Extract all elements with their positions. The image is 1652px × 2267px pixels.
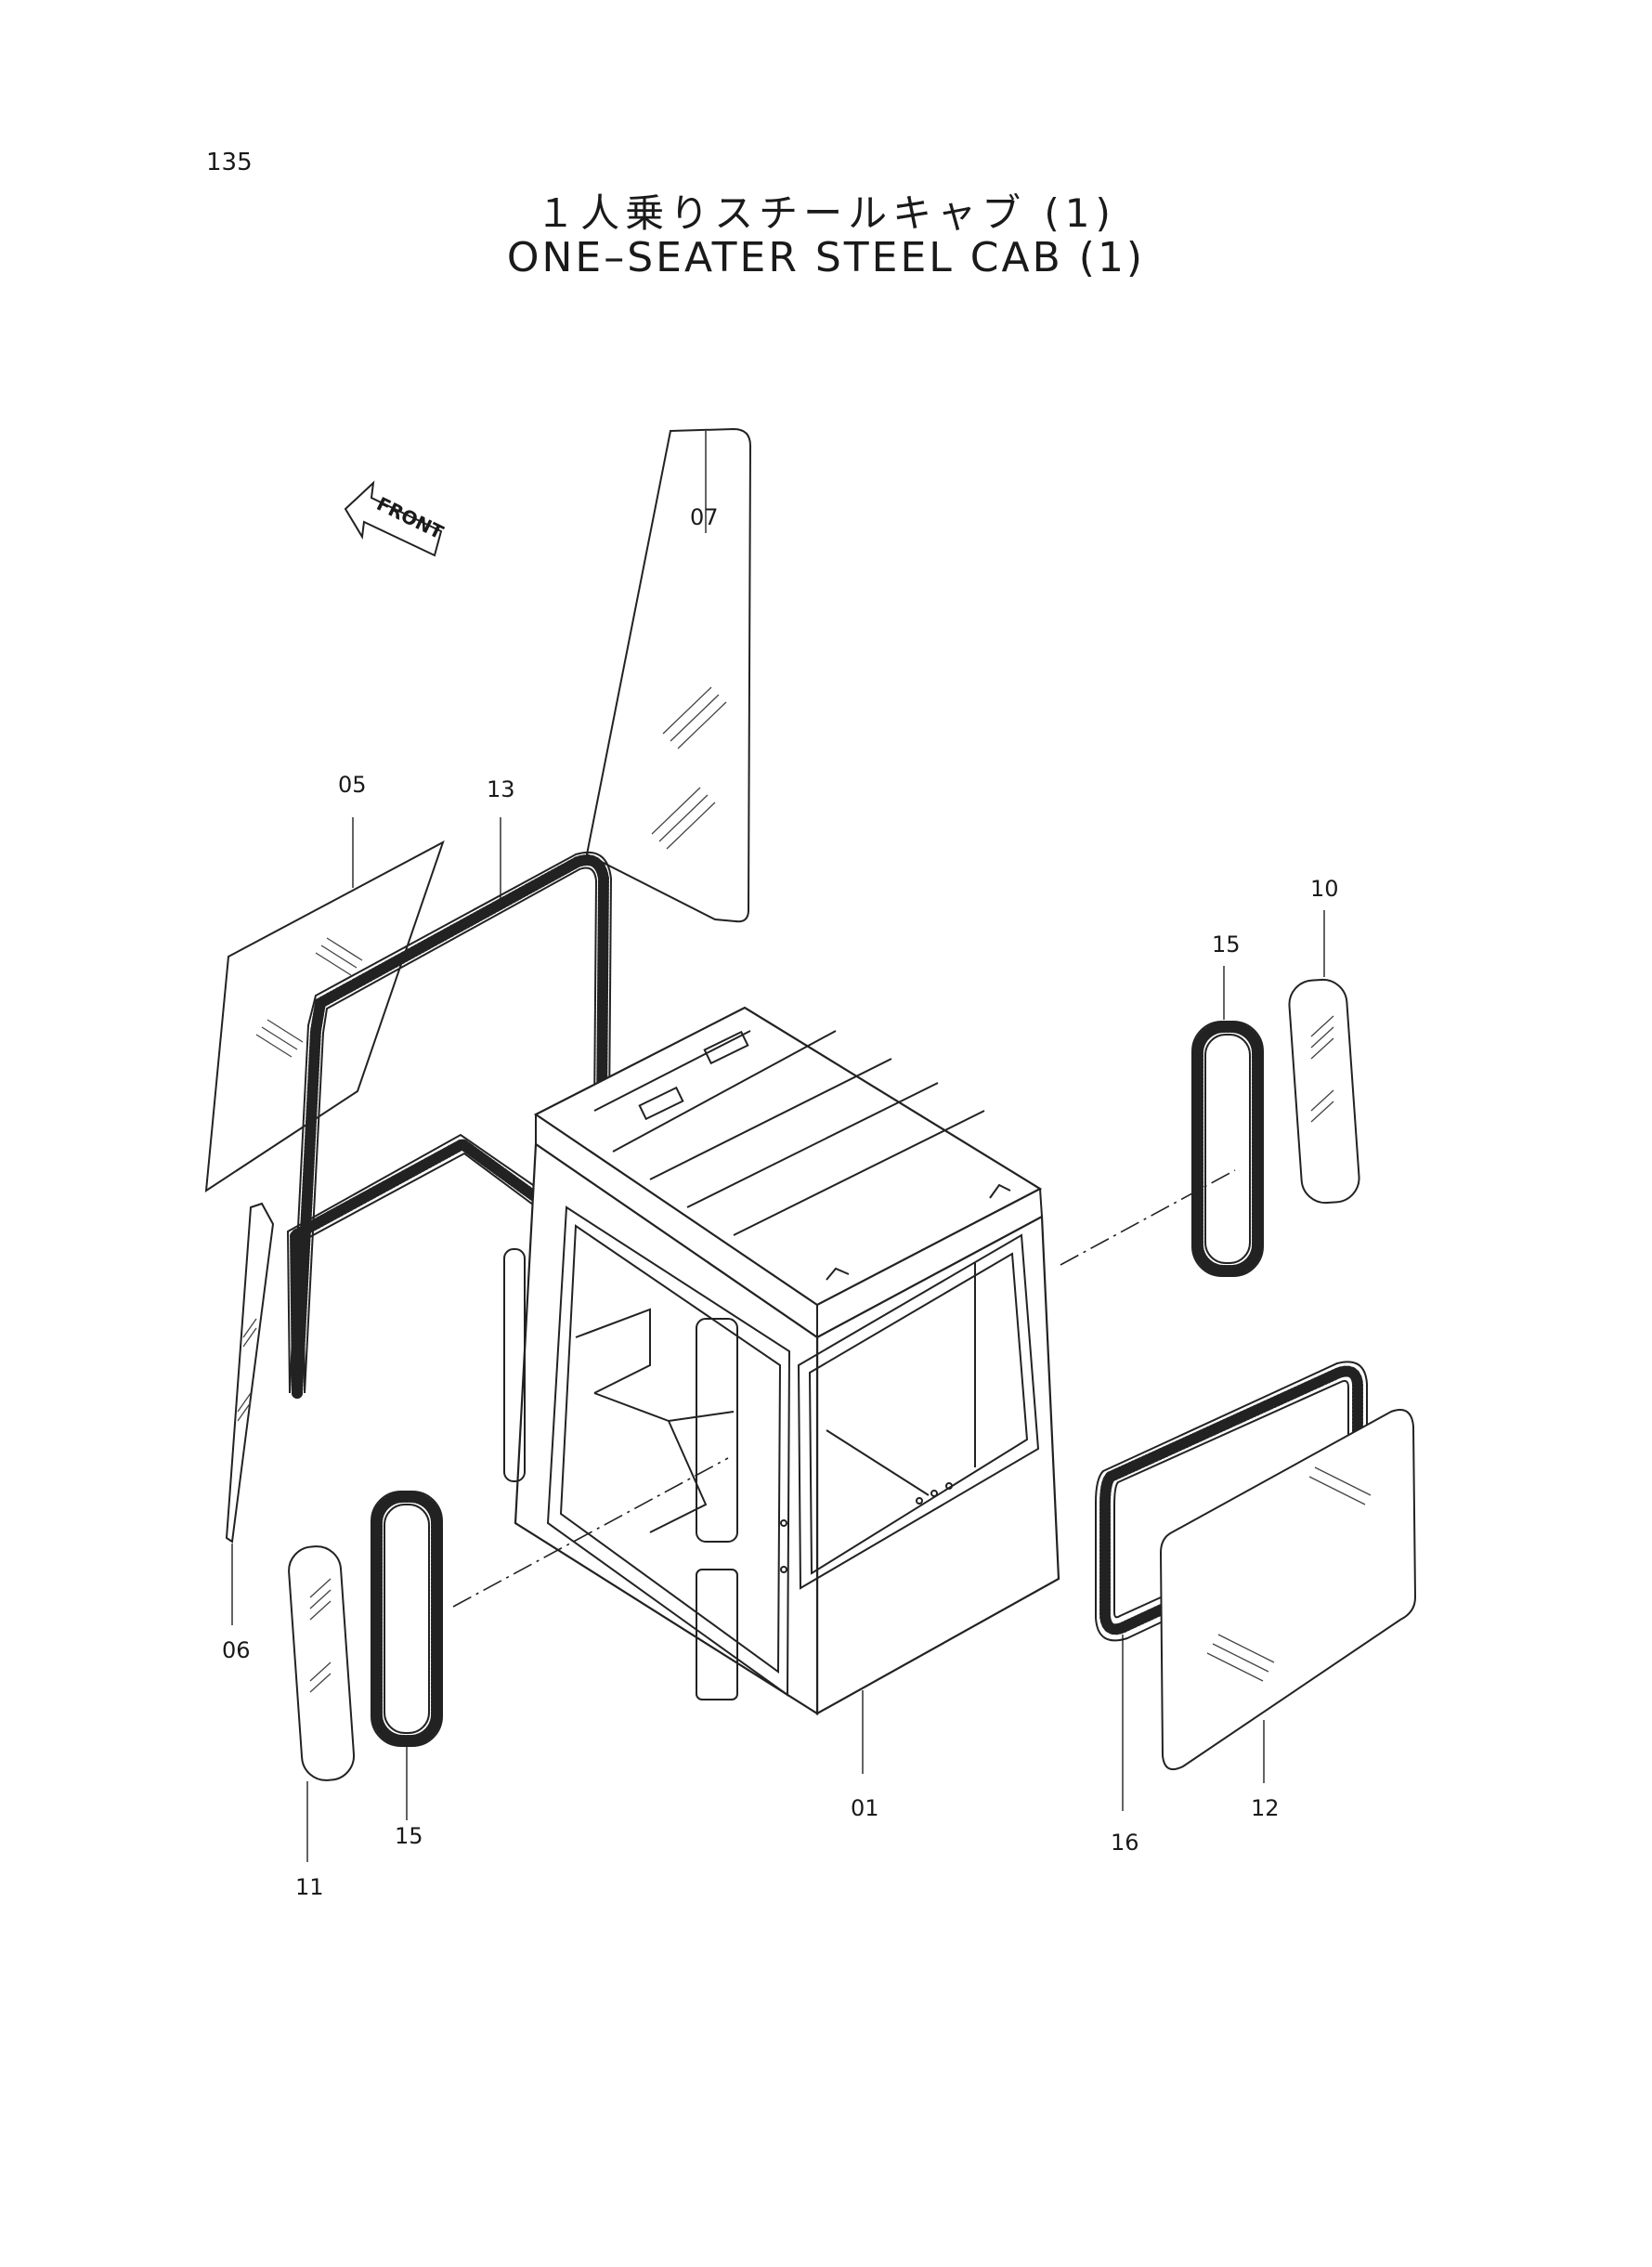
part-10-glass xyxy=(1288,910,1360,1205)
centerline-left xyxy=(452,1457,729,1608)
part-07-glass xyxy=(585,427,752,923)
part-06-glass xyxy=(225,1202,275,1625)
page-number: 135 xyxy=(206,149,253,176)
callout-16: 16 xyxy=(1111,1830,1139,1856)
callout-15-left: 15 xyxy=(395,1823,423,1849)
part-11-glass xyxy=(288,1545,356,1862)
callout-13: 13 xyxy=(487,776,515,802)
part-15-seal-right xyxy=(1191,966,1264,1277)
front-arrow-icon: FRONT xyxy=(344,480,448,557)
callout-06: 06 xyxy=(222,1637,251,1663)
part-01-cab xyxy=(503,1006,1060,1774)
part-05-glass xyxy=(204,817,445,1192)
callout-05: 05 xyxy=(338,772,367,798)
title-english: ONE–SEATER STEEL CAB (1) xyxy=(506,234,1146,281)
part-15-seal-left xyxy=(371,1491,443,1820)
callout-01: 01 xyxy=(851,1795,879,1821)
callout-12: 12 xyxy=(1251,1795,1280,1821)
part-13-seal xyxy=(286,817,613,1399)
callout-07: 07 xyxy=(690,504,719,530)
callout-15-right: 15 xyxy=(1212,932,1241,958)
front-label: FRONT xyxy=(373,492,448,543)
callout-11: 11 xyxy=(295,1874,324,1900)
callout-10: 10 xyxy=(1310,876,1339,902)
centerline-right xyxy=(1060,1169,1236,1266)
title-japanese: １人乗りスチールキャブ (1) xyxy=(536,190,1116,236)
part-12-glass xyxy=(1159,1409,1417,1783)
